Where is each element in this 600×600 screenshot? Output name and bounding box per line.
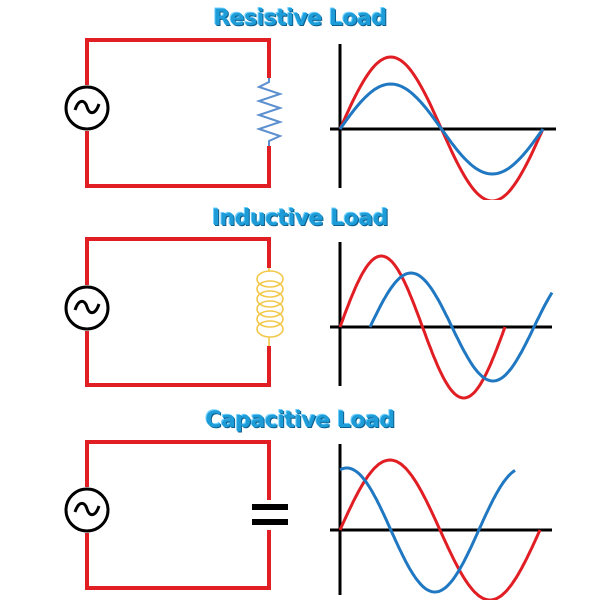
ac-source-icon: [64, 85, 110, 131]
inductive-load-panel: Inductive Load: [0, 200, 600, 400]
voltage-wave: [338, 458, 542, 600]
voltage-wave: [338, 254, 507, 400]
ac-source-icon: [64, 285, 110, 331]
circuit-wire: [85, 237, 271, 387]
capacitive-load-panel: Capacitive Load: [0, 400, 600, 600]
current-wave: [339, 466, 516, 594]
circuit-wire: [85, 440, 271, 590]
resistor-zigzag-icon: [255, 78, 284, 146]
capacitor-plates-icon: [252, 504, 288, 525]
resistive-load-panel: Resistive Load: [0, 0, 600, 200]
current-wave: [338, 82, 545, 176]
capacitive-diagram: [64, 440, 552, 600]
panel-title: Capacitive Load: [205, 408, 395, 433]
waveform-plot: [330, 444, 552, 600]
inductor-coil-icon: [256, 268, 284, 346]
panel-title: Resistive Load: [213, 6, 387, 31]
current-wave: [368, 271, 554, 383]
circuit-wire: [85, 38, 271, 188]
ac-source-icon: [64, 487, 110, 533]
waveform-plot: [330, 242, 554, 400]
panel-title: Inductive Load: [211, 206, 389, 231]
waveform-plot: [330, 44, 556, 200]
inductive-diagram: [64, 237, 554, 400]
resistive-diagram: [64, 38, 556, 200]
